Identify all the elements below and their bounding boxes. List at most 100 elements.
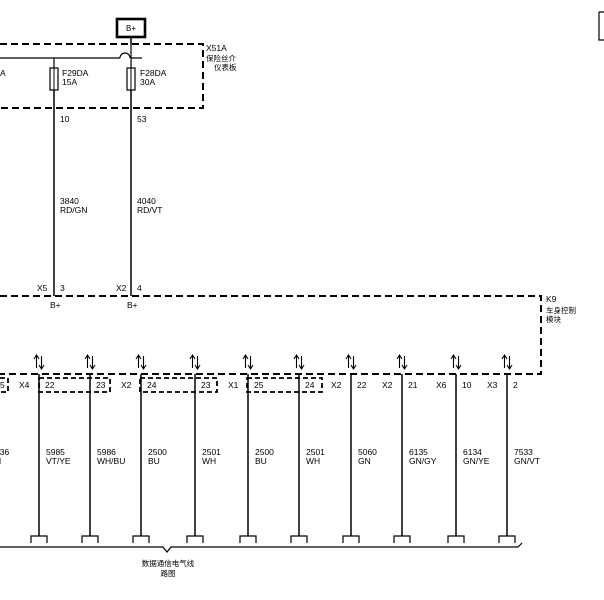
- pin-color: WH: [306, 456, 320, 466]
- pin-color: GN/VT: [514, 456, 540, 466]
- fuse-f29da-rating: 15A: [62, 77, 77, 87]
- pin-connector: X4: [19, 380, 30, 390]
- pin-circuit: 436: [0, 447, 9, 457]
- fuse-f28da-id: F28DA: [140, 68, 167, 78]
- pin-connector: X6: [436, 380, 447, 390]
- pin-number: 23: [96, 380, 106, 390]
- footer-bracket: [0, 542, 523, 553]
- fuse-f28da-pin: 53: [137, 114, 147, 124]
- pin-number: 22: [357, 380, 367, 390]
- bidirectional-arrow-icon: [135, 353, 147, 371]
- pin-connector: X2: [382, 380, 393, 390]
- fuse-block-name-line1: 保险丝介: [206, 53, 236, 63]
- pin-connector: X1: [228, 380, 239, 390]
- bidirectional-arrow-icon: [450, 353, 462, 371]
- pin-terminal: [342, 535, 360, 543]
- bidirectional-arrow-icon: [345, 353, 357, 371]
- corner-frame: [598, 11, 604, 41]
- pin-circuit: 2500: [255, 447, 274, 457]
- pin-number: 23: [201, 380, 211, 390]
- pin-number: 25: [254, 380, 264, 390]
- feed-conn-x5: X5: [37, 283, 48, 293]
- pin-circuit: 5986: [97, 447, 116, 457]
- pin-circuit: 2500: [148, 447, 167, 457]
- pin-connector: X2: [121, 380, 132, 390]
- module-name-line1: 车身控制: [546, 305, 576, 315]
- data-pins: 5436HX4225985VT/YE235986WH/BUX2242500BU2…: [0, 353, 540, 543]
- fuse-internal-bus: [0, 57, 142, 68]
- module-k9-outline: [0, 295, 542, 375]
- fuse-block-outline: [0, 43, 204, 109]
- fuse-f29da-id: F29DA: [62, 68, 89, 78]
- pin-number: 21: [408, 380, 418, 390]
- battery-label: B+: [126, 24, 136, 33]
- pin-terminal: [498, 535, 516, 543]
- pin-terminal: [186, 535, 204, 543]
- pin-color: GN: [358, 456, 371, 466]
- bidirectional-arrow-icon: [501, 353, 513, 371]
- wire-4040-color: RD/VT: [137, 205, 163, 215]
- pin-color: VT/YE: [46, 456, 71, 466]
- pin-terminal: [290, 535, 308, 543]
- module-ref: K9: [546, 294, 557, 304]
- pin-circuit: 5985: [46, 447, 65, 457]
- pin-color: BU: [255, 456, 267, 466]
- pin-number: 2: [513, 380, 518, 390]
- fuse-left-partial: A: [0, 68, 6, 78]
- pin-color: GN/YE: [463, 456, 490, 466]
- pin-terminal: [239, 535, 257, 543]
- pin-color: GN/GY: [409, 456, 437, 466]
- feed-conn-x2-signal: B+: [127, 300, 138, 310]
- pin-terminal: [393, 535, 411, 543]
- pin-number: 24: [305, 380, 315, 390]
- pin-circuit: 5060: [358, 447, 377, 457]
- pin-circuit: 2501: [306, 447, 325, 457]
- pin-circuit: 6135: [409, 447, 428, 457]
- bidirectional-arrow-icon: [396, 353, 408, 371]
- fuse-f28da-rating: 30A: [140, 77, 155, 87]
- pin-circuit: 6134: [463, 447, 482, 457]
- inline-connector-1: [0, 377, 9, 393]
- feed-conn-x5-signal: B+: [50, 300, 61, 310]
- fuse-block-ref: X51A: [206, 43, 227, 53]
- battery-box: B+: [115, 17, 147, 39]
- bidirectional-arrow-icon: [242, 353, 254, 371]
- fuse-f28da: [126, 67, 136, 91]
- pin-number: 10: [462, 380, 472, 390]
- pin-connector: X2: [331, 380, 342, 390]
- pin-color: WH: [202, 456, 216, 466]
- wire-4040-circuit: 4040: [137, 196, 156, 206]
- bidirectional-arrow-icon: [84, 353, 96, 371]
- pin-number: 24: [147, 380, 157, 390]
- pin-circuit: 2501: [202, 447, 221, 457]
- fuse-f29da-pin: 10: [60, 114, 70, 124]
- pin-color: BU: [148, 456, 160, 466]
- bidirectional-arrow-icon: [189, 353, 201, 371]
- pin-color: H: [0, 456, 1, 466]
- fuse-block-name-line2: 仪表板: [214, 62, 237, 72]
- pin-number: 5: [0, 380, 5, 390]
- footer-line2: 路图: [161, 568, 176, 578]
- bus-crossover: [119, 52, 131, 59]
- pin-number: 22: [45, 380, 55, 390]
- fuse-f29da: [49, 67, 59, 91]
- bidirectional-arrow-icon: [33, 353, 45, 371]
- pin-terminal: [30, 535, 48, 543]
- inline-connector-3: [139, 377, 218, 393]
- inline-connector-4: [246, 377, 323, 393]
- footer-line1: 数据通信电气线: [142, 558, 195, 568]
- wire-3840-color: RD/GN: [60, 205, 87, 215]
- feed-conn-x5-pin: 3: [60, 283, 65, 293]
- pin-terminal: [132, 535, 150, 543]
- wire-3840-circuit: 3840: [60, 196, 79, 206]
- feed-conn-x2: X2: [116, 283, 127, 293]
- pin-color: WH/BU: [97, 456, 125, 466]
- bidirectional-arrow-icon: [293, 353, 305, 371]
- pin-circuit: 7533: [514, 447, 533, 457]
- feed-conn-x2-pin: 4: [137, 283, 142, 293]
- module-name-line2: 模块: [546, 314, 561, 324]
- pin-terminal: [447, 535, 465, 543]
- pin-connector: X3: [487, 380, 498, 390]
- pin-terminal: [81, 535, 99, 543]
